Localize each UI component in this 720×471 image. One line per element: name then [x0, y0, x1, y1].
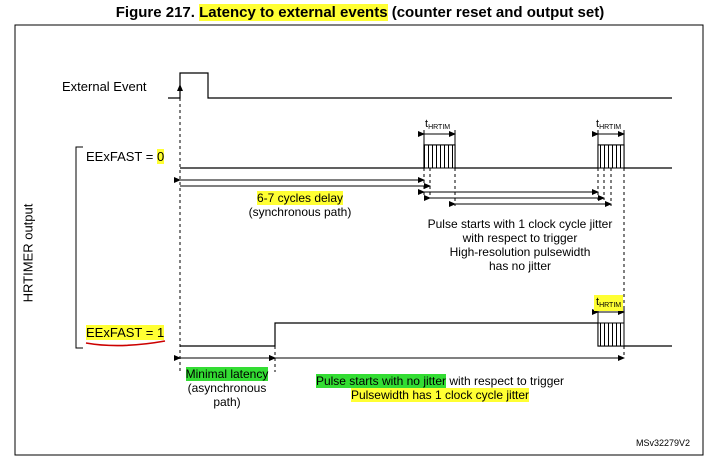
delay-note: 6-7 cycles delay (synchronous path) — [230, 191, 370, 219]
nojitter-line: Pulse starts with no jitter with respect… — [290, 374, 590, 388]
eexfast1-name: EExFAST = — [86, 325, 157, 340]
thrtim-t: t — [596, 118, 600, 130]
delay-arrows — [174, 177, 612, 207]
jitter-hatch-start — [423, 144, 456, 169]
jitter-line2: with respect to trigger — [462, 231, 578, 245]
hrtimer-bracket — [75, 146, 83, 349]
jitter-line1: Pulse starts with 1 clock cycle jitter — [427, 217, 613, 231]
eexfast0-name: EExFAST = — [86, 149, 157, 164]
eexfast1-value: 1 — [156, 325, 165, 340]
pulsewidth-text: Pulsewidth has 1 clock cycle jitter — [350, 388, 530, 402]
thrtim-label-1: tHRTIM — [425, 117, 450, 133]
jitter-line4: has no jitter — [488, 259, 552, 273]
thrtim-sub: HRTIM — [599, 302, 622, 309]
eexfast1-label: EExFAST = 1 — [86, 325, 165, 340]
nojitter-highlight: Pulse starts with no jitter — [315, 374, 446, 388]
nojitter-note: Pulse starts with no jitter with respect… — [290, 374, 590, 402]
external-event-waveform — [168, 72, 672, 99]
min-latency-note: Minimal latency (asynchronous path) — [172, 367, 282, 409]
nojitter-rest: with respect to trigger — [446, 374, 565, 388]
pulsewidth-hatch — [597, 322, 625, 347]
jitter-note: Pulse starts with 1 clock cycle jitter w… — [400, 217, 640, 273]
delay-line1: 6-7 cycles delay — [230, 191, 370, 205]
red-underline — [85, 340, 166, 347]
figure-title: Figure 217. Latency to external events (… — [0, 4, 720, 21]
figure-frame — [14, 24, 704, 456]
delay-line1-text: 6-7 cycles delay — [256, 191, 344, 205]
figure-number: Figure 217. — [115, 4, 195, 21]
thrtim-t: t — [596, 296, 600, 308]
jitter-line3: High-resolution pulsewidth — [449, 245, 591, 259]
thrtim-t: t — [425, 118, 429, 130]
hrtimer-output-label: HRTIMER output — [20, 203, 36, 303]
figure-ref: MSv32279V2 — [636, 438, 691, 448]
minlat-line3: path) — [213, 395, 241, 409]
thrtim-sub: HRTIM — [428, 124, 451, 131]
figure-title-highlight: Latency to external events — [199, 4, 388, 21]
figure-title-suffix: (counter reset and output set) — [391, 4, 605, 21]
thrtim-label-2: tHRTIM — [596, 117, 621, 133]
minlat-line2: (asynchronous — [187, 381, 267, 395]
minlat-line1-text: Minimal latency — [185, 367, 269, 381]
delay-line2: (synchronous path) — [248, 205, 352, 219]
eexfast0-value: 0 — [156, 149, 165, 164]
pulsewidth-line: Pulsewidth has 1 clock cycle jitter — [290, 388, 590, 402]
eexfast0-label: EExFAST = 0 — [86, 149, 165, 164]
jitter-hatch-end — [597, 144, 625, 169]
thrtim-sub: HRTIM — [599, 124, 622, 131]
external-event-label: External Event — [62, 79, 147, 94]
thrtim-label-3: tHRTIM — [594, 295, 624, 311]
minlat-line1: Minimal latency — [172, 367, 282, 381]
